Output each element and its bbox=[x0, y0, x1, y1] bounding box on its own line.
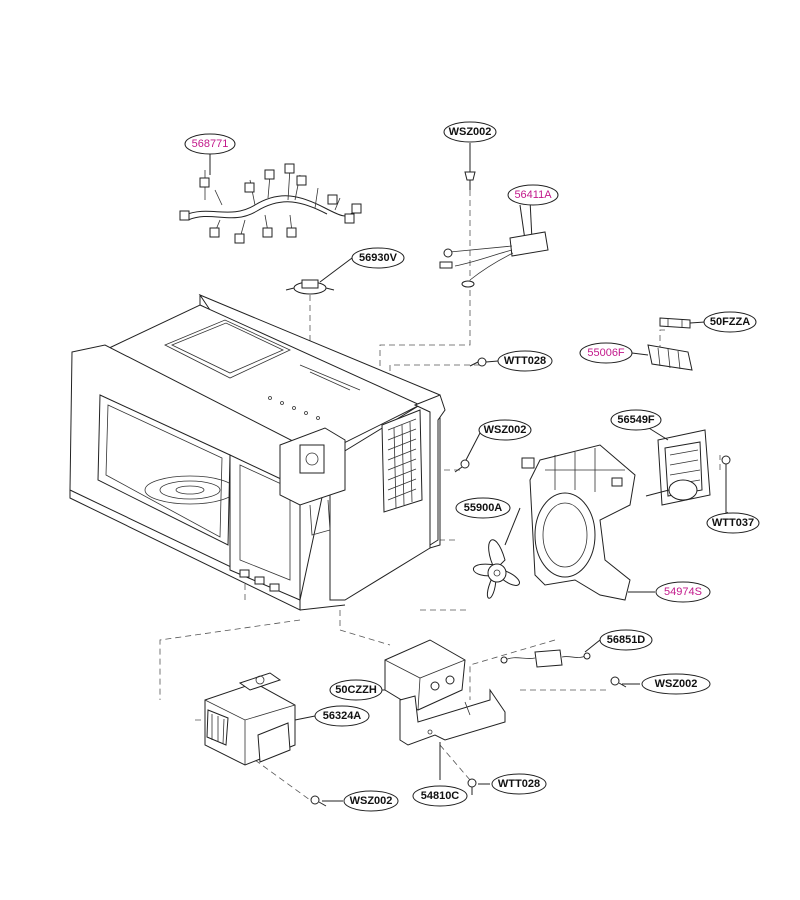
part-label-55006f[interactable]: 55006F bbox=[579, 342, 633, 364]
screw-wsz002-mid-drawing bbox=[454, 459, 470, 473]
screw-wsz002-bot-drawing bbox=[310, 795, 327, 807]
sensor-assembly-drawing bbox=[439, 199, 549, 288]
part-label-54810c[interactable]: 54810C bbox=[412, 785, 468, 807]
part-label-wsz002-mid[interactable]: WSZ002 bbox=[478, 419, 532, 441]
svg-text:56549F: 56549F bbox=[617, 414, 655, 426]
svg-text:56324A: 56324A bbox=[323, 710, 362, 722]
screw-wtt028-bot-drawing bbox=[467, 778, 477, 795]
svg-text:56411A: 56411A bbox=[514, 189, 552, 201]
part-label-wsz002-right[interactable]: WSZ002 bbox=[641, 673, 711, 695]
svg-text:56930V: 56930V bbox=[359, 252, 398, 264]
thermostat-drawing bbox=[285, 279, 335, 295]
wire-harness-drawing bbox=[179, 163, 362, 244]
svg-text:56851D: 56851D bbox=[607, 634, 646, 646]
svg-text:54974S: 54974S bbox=[664, 586, 702, 598]
screw-wsz002-right-drawing bbox=[610, 676, 627, 688]
bracket-drawing bbox=[399, 688, 506, 746]
part-label-wsz002-bot[interactable]: WSZ002 bbox=[343, 790, 399, 812]
part-label-wsz002-top[interactable]: WSZ002 bbox=[443, 121, 497, 143]
fan-motor-drawing bbox=[645, 429, 711, 506]
fuse-holder-drawing bbox=[647, 344, 693, 371]
svg-text:WSZ002: WSZ002 bbox=[484, 424, 527, 436]
part-label-56851d[interactable]: 56851D bbox=[599, 629, 653, 651]
screw-wtt037-drawing bbox=[721, 455, 731, 515]
capacitor-drawing bbox=[384, 639, 466, 711]
svg-text:WTT028: WTT028 bbox=[504, 355, 546, 367]
svg-text:WSZ002: WSZ002 bbox=[350, 795, 393, 807]
part-label-50czzh[interactable]: 50CZZH bbox=[329, 679, 383, 701]
magnetron-drawing bbox=[204, 672, 296, 766]
svg-text:568771: 568771 bbox=[192, 138, 229, 150]
fan-blade-drawing bbox=[473, 539, 520, 599]
svg-text:55900A: 55900A bbox=[464, 502, 503, 514]
svg-text:50CZZH: 50CZZH bbox=[335, 684, 377, 696]
svg-text:WTT037: WTT037 bbox=[712, 517, 754, 529]
svg-text:50FZZA: 50FZZA bbox=[710, 316, 750, 328]
part-label-568771[interactable]: 568771 bbox=[184, 133, 236, 155]
part-label-56930v[interactable]: 56930V bbox=[351, 247, 405, 269]
svg-text:WSZ002: WSZ002 bbox=[449, 126, 492, 138]
screw-top-drawing bbox=[464, 148, 476, 190]
part-label-wtt028-mid[interactable]: WTT028 bbox=[497, 350, 553, 372]
part-label-wtt028-bot[interactable]: WTT028 bbox=[491, 773, 547, 795]
part-label-56324a[interactable]: 56324A bbox=[314, 705, 370, 727]
part-label-55900a[interactable]: 55900A bbox=[455, 497, 511, 519]
fan-duct-drawing bbox=[521, 444, 636, 601]
part-label-56411a[interactable]: 56411A bbox=[507, 184, 559, 206]
svg-text:WTT028: WTT028 bbox=[498, 778, 540, 790]
vent-grille-holes bbox=[387, 418, 417, 509]
thermal-cutout-drawing bbox=[500, 649, 591, 668]
part-label-56549f[interactable]: 56549F bbox=[610, 409, 662, 431]
screw-wtt028-mid-drawing bbox=[469, 357, 487, 367]
svg-text:WSZ002: WSZ002 bbox=[655, 678, 698, 690]
fuse-drawing bbox=[659, 317, 691, 329]
part-label-50fzza[interactable]: 50FZZA bbox=[703, 311, 757, 333]
part-label-54974s[interactable]: 54974S bbox=[655, 581, 711, 603]
svg-text:54810C: 54810C bbox=[421, 790, 460, 802]
oven-cavity-drawing bbox=[69, 293, 446, 611]
part-label-wtt037[interactable]: WTT037 bbox=[706, 512, 760, 534]
svg-text:55006F: 55006F bbox=[587, 347, 625, 359]
